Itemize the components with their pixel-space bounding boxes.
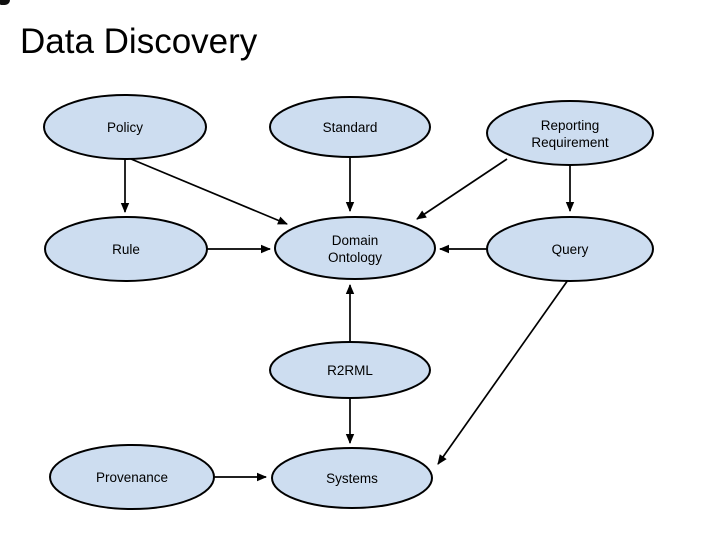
node-systems: Systems bbox=[271, 447, 433, 509]
reporting-requirement-label-line2: Requirement bbox=[531, 135, 609, 150]
systems-label: Systems bbox=[326, 471, 378, 486]
query-label: Query bbox=[552, 242, 589, 257]
provenance-ellipse bbox=[49, 444, 215, 510]
rule-label: Rule bbox=[112, 242, 140, 257]
r2rml-ellipse bbox=[269, 341, 431, 399]
node-domain-ontology: Domain Ontology bbox=[274, 216, 436, 280]
domain-ontology-label-line1: Domain bbox=[332, 233, 379, 248]
edge-reporting-requirement-domain-ontology bbox=[416, 158, 508, 220]
edge-policy-domain-ontology bbox=[130, 158, 288, 225]
reporting-requirement-ellipse bbox=[486, 100, 654, 166]
systems-ellipse bbox=[271, 447, 433, 509]
node-reporting-requirement: Reporting Requirement bbox=[486, 100, 654, 166]
standard-ellipse bbox=[269, 96, 431, 158]
node-policy: Policy bbox=[43, 94, 207, 160]
reporting-requirement-label-line1: Reporting bbox=[541, 118, 600, 133]
page-title: Data Discovery bbox=[20, 22, 258, 61]
node-query: Query bbox=[486, 216, 654, 282]
r2rml-label: R2RML bbox=[327, 363, 373, 378]
node-provenance: Provenance bbox=[49, 444, 215, 510]
policy-ellipse bbox=[43, 94, 207, 160]
node-rule: Rule bbox=[44, 216, 208, 282]
domain-ontology-label-line2: Ontology bbox=[328, 250, 382, 265]
standard-label: Standard bbox=[323, 120, 378, 135]
node-r2rml: R2RML bbox=[269, 341, 431, 399]
edge-query-systems bbox=[437, 279, 569, 465]
policy-label: Policy bbox=[107, 120, 143, 135]
corner-artifact bbox=[0, 0, 10, 5]
query-ellipse bbox=[486, 216, 654, 282]
edge-group bbox=[120, 157, 575, 482]
domain-ontology-ellipse bbox=[274, 216, 436, 280]
provenance-label: Provenance bbox=[96, 470, 168, 485]
rule-ellipse bbox=[44, 216, 208, 282]
node-standard: Standard bbox=[269, 96, 431, 158]
